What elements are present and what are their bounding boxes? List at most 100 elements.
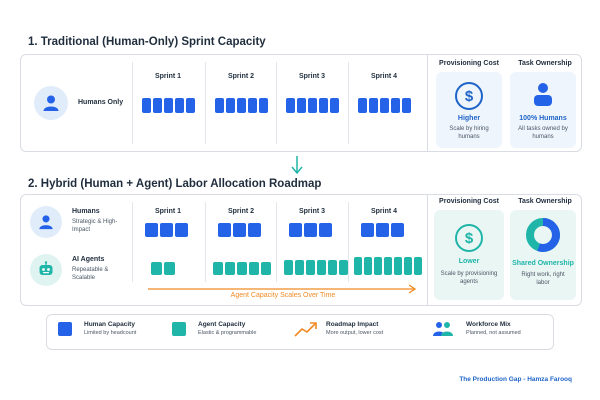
agent-block — [164, 262, 175, 275]
sprint-1-label: Sprint 1 — [154, 73, 182, 80]
agent-block — [213, 262, 223, 275]
legend-sub: Planned, not assumed — [466, 330, 521, 336]
divider — [348, 202, 349, 282]
agent-block — [284, 260, 293, 275]
human-block — [175, 223, 188, 237]
human-block — [175, 98, 184, 113]
sprint-3-agent-blocks — [284, 260, 348, 275]
sprint-4-human-blocks — [361, 223, 404, 237]
human-block — [248, 223, 261, 237]
human-block — [248, 98, 257, 113]
human-block — [186, 98, 195, 113]
sprint-4-agent-blocks — [354, 257, 422, 275]
agent-block — [328, 260, 337, 275]
agent-block — [261, 262, 271, 275]
human-block — [153, 98, 162, 113]
task-ownership-desc: Right work, right labor — [521, 272, 565, 287]
blue-square-icon — [58, 322, 72, 336]
humans-only-label: Humans Only — [78, 99, 124, 106]
person-icon — [39, 215, 53, 230]
divider — [348, 62, 349, 144]
agent-block — [404, 257, 412, 275]
human-block — [142, 98, 151, 113]
divider — [205, 62, 206, 144]
agent-block — [151, 262, 162, 275]
footer-credit: The Production Gap - Hamza Farooq — [459, 376, 572, 383]
provisioning-cost-header: Provisioning Cost — [439, 198, 499, 205]
human-block — [164, 98, 173, 113]
divider — [427, 194, 428, 306]
sprint-4-label: Sprint 4 — [370, 73, 398, 80]
agent-block — [374, 257, 382, 275]
sprint-2-human-blocks — [218, 223, 261, 237]
human-block — [391, 223, 404, 237]
sprint-3-label: Sprint 3 — [298, 73, 326, 80]
agent-block — [354, 257, 362, 275]
legend-item-roadmap-impact: Roadmap Impact More output, lower cost — [326, 321, 383, 336]
agent-block — [237, 262, 247, 275]
legend-item-workforce-mix: Workforce Mix Planned, not assumed — [466, 321, 521, 336]
robot-icon — [39, 261, 53, 275]
human-block — [319, 223, 332, 237]
down-arrow-icon — [290, 155, 304, 180]
agent-block — [364, 257, 372, 275]
divider — [205, 202, 206, 282]
legend-title: Workforce Mix — [466, 321, 511, 328]
divider — [276, 62, 277, 144]
legend-sub: More output, lower cost — [326, 330, 384, 336]
donut-chart-icon — [524, 216, 562, 259]
human-block — [369, 98, 378, 113]
legend-sub: Elastic & programmable — [198, 330, 257, 336]
person-icon — [43, 95, 59, 111]
divider — [132, 62, 133, 144]
provisioning-cost-desc: Scale by provisioning agents — [440, 271, 498, 286]
human-block — [308, 98, 317, 113]
agent-block — [295, 260, 304, 275]
scale-arrow-label: Agent Capacity Scales Over Time — [230, 292, 336, 299]
human-block — [289, 223, 302, 237]
sprint-3-human-blocks — [289, 223, 332, 237]
legend-sub: Limited by headcount — [84, 330, 137, 336]
human-block — [361, 223, 374, 237]
human-block — [297, 98, 306, 113]
sprint-2-agent-blocks — [213, 262, 271, 275]
sprint-3-label: Sprint 3 — [298, 208, 326, 215]
provisioning-cost-header: Provisioning Cost — [439, 60, 499, 67]
legend-item-agent-capacity: Agent Capacity Elastic & programmable — [198, 321, 256, 336]
agent-block — [394, 257, 402, 275]
agent-block — [414, 257, 422, 275]
human-block — [391, 98, 400, 113]
divider — [427, 54, 428, 152]
legend-title: Agent Capacity — [198, 321, 246, 328]
person-icon — [533, 82, 553, 111]
provisioning-cost-value: Lower — [458, 258, 480, 265]
human-block — [402, 98, 411, 113]
scale-arrow-icon — [148, 281, 418, 299]
agent-block — [384, 257, 392, 275]
provisioning-cost-desc: Scale by hiring humans — [449, 126, 489, 141]
agent-block — [306, 260, 315, 275]
sprint-4-label: Sprint 4 — [370, 208, 398, 215]
human-block — [226, 98, 235, 113]
legend-item-human-capacity: Human Capacity Limited by headcount — [84, 321, 136, 336]
human-block — [215, 98, 224, 113]
provisioning-cost-value: Higher — [457, 115, 481, 122]
section1-title: 1. Traditional (Human-Only) Sprint Capac… — [28, 36, 266, 48]
sprint-4-blocks — [358, 98, 411, 113]
agent-block — [339, 260, 348, 275]
agents-label: AI Agents — [72, 256, 105, 263]
agent-block — [317, 260, 326, 275]
humans-only-avatar — [34, 86, 68, 120]
legend-title: Human Capacity — [84, 321, 135, 328]
sprint-3-blocks — [286, 98, 339, 113]
sprint-2-label: Sprint 2 — [227, 208, 255, 215]
divider — [276, 202, 277, 282]
task-ownership-value: 100% Humans — [519, 115, 567, 122]
human-block — [233, 223, 246, 237]
sprint-1-label: Sprint 1 — [154, 208, 182, 215]
human-block — [330, 98, 339, 113]
humans-sub: Strategic & High-Impact — [72, 219, 118, 233]
human-block — [304, 223, 317, 237]
sprint-2-label: Sprint 2 — [227, 73, 255, 80]
human-block — [145, 223, 158, 237]
